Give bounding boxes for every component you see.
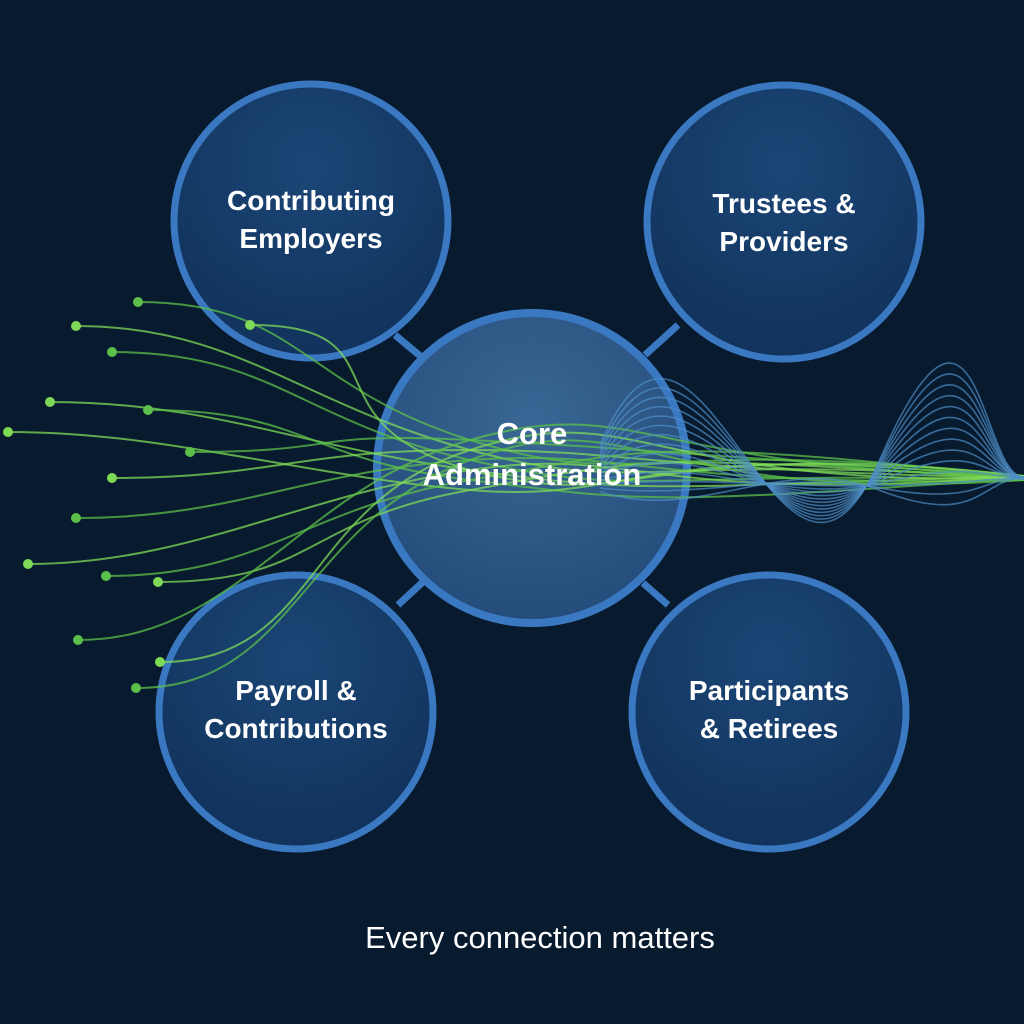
node-contributing-employers: Contributing Employers [170,80,452,362]
flow-node-dot [73,635,83,645]
flow-strand-outbound [599,460,1024,494]
flow-strand-outbound [599,470,1024,490]
flow-strand [135,439,1024,689]
node-payroll-contributions-circle [155,571,437,853]
node-trustees-providers-line2: Providers [719,226,848,257]
node-payroll-contributions: Payroll & Contributions [155,571,437,853]
node-participants-retirees: Participants & Retirees [628,571,910,853]
connector-payroll-contributions [395,577,428,608]
connector-participants-retirees [640,580,671,608]
node-payroll-contributions-line1: Payroll & [235,675,356,706]
flow-node-dot [101,571,111,581]
flow-node-dot [71,513,81,523]
connector-trustees-providers [642,322,681,358]
node-core-administration-line2: Administration [423,457,642,492]
node-payroll-contributions-line2: Contributions [204,713,388,744]
node-core-administration-line1: Core [497,416,568,451]
node-participants-retirees-line1: Participants [689,675,849,706]
flow-strand [189,436,1024,477]
flow-strand-outbound [599,405,1024,510]
flow-strand-outbound [599,427,1024,504]
flow-node-dot [71,321,81,331]
flow-strand-outbound [599,362,1024,523]
flow-node-dot [45,397,55,407]
node-trustees-providers: Trustees & Providers [643,81,925,363]
flow-node-dot [131,683,141,693]
flow-node-dot [153,577,163,587]
flow-strand [147,409,1024,499]
node-trustees-providers-circle [643,81,925,363]
flow-strand [249,324,1024,486]
node-contributing-employers-circle [170,80,452,362]
flow-node-dot [107,347,117,357]
flow-node-dot [3,427,13,437]
flow-node-dot [107,473,117,483]
flow-strand [111,351,1024,482]
flow-node-dot [143,405,153,415]
flow-strand-outbound [599,416,1024,507]
flow-node-dot [155,657,165,667]
flow-strand [105,450,1024,577]
flow-strand [75,456,1024,519]
flow-strand-outbound [599,394,1024,514]
flow-node-dot [23,559,33,569]
flow-strand-outbound [599,373,1024,520]
flow-strand-outbound [599,384,1024,517]
flow-node-dot [245,320,255,330]
flow-node-dot [133,297,143,307]
node-participants-retirees-circle [628,571,910,853]
node-trustees-providers-line1: Trustees & [712,188,855,219]
tagline: Every connection matters [365,920,715,955]
node-contributing-employers-line1: Contributing [227,185,395,216]
flow-node-dot [185,447,195,457]
flow-strand [77,423,1024,641]
flow-strand [111,448,1024,479]
node-participants-retirees-line2: & Retirees [700,713,839,744]
node-contributing-employers-line2: Employers [239,223,382,254]
flow-lines [3,297,1024,693]
flow-strand-outbound [599,477,1024,506]
